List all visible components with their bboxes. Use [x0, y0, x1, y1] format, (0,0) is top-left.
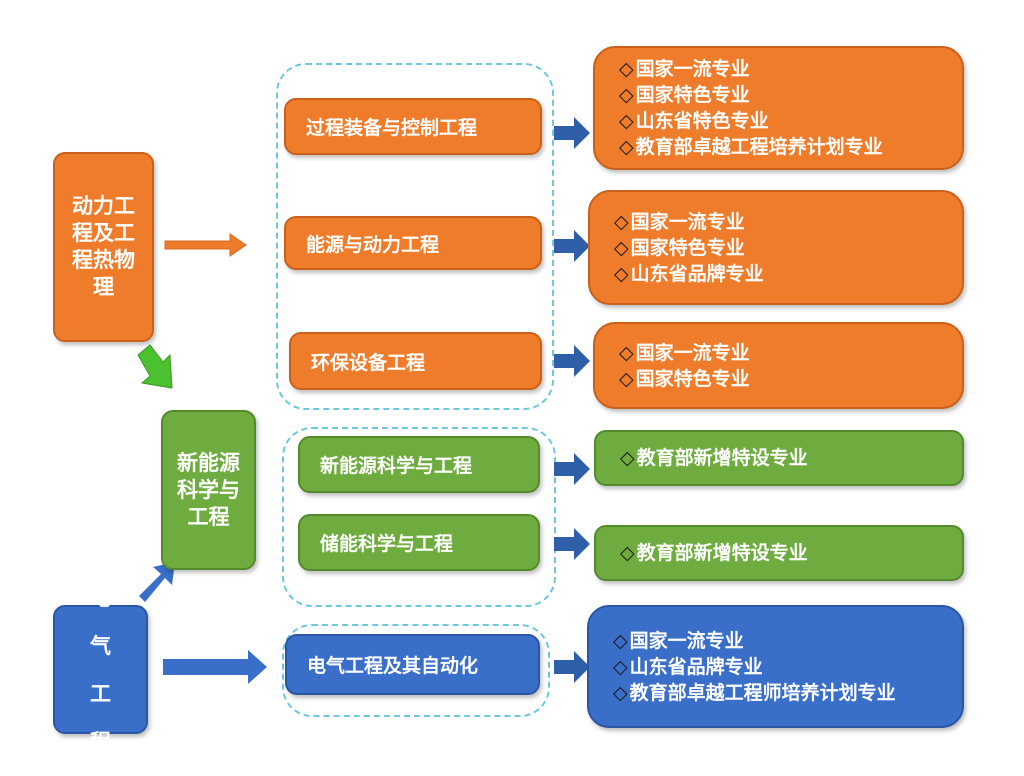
honors-electrical-automation: 国家一流专业 山东省品牌专业 教育部卓越工程师培养计划专业	[587, 605, 964, 728]
honor-item: 国家一流专业	[619, 56, 962, 82]
discipline-electrical-label: 电气工程	[90, 585, 111, 754]
program-label: 过程装备与控制工程	[306, 117, 478, 139]
arrow-process-equipment	[554, 117, 590, 149]
program-label: 新能源科学与工程	[320, 455, 473, 477]
honor-item: 教育部新增特设专业	[620, 445, 962, 471]
group-outline-power	[276, 63, 554, 410]
honor-item: 教育部新增特设专业	[620, 540, 962, 566]
honors-process-equipment: 国家一流专业 国家特色专业 山东省特色专业 教育部卓越工程培养计划专业	[593, 46, 964, 170]
group-outline-electrical	[282, 624, 550, 717]
arrow-electrical-to-program	[163, 650, 267, 684]
program-label: 环保设备工程	[311, 351, 426, 374]
arrow-electrical-automation	[554, 651, 590, 683]
honor-item: 国家一流专业	[614, 209, 962, 235]
discipline-power-label: 动力工程及工程热物理	[72, 194, 135, 299]
discipline-new-energy: 新能源科学与工程	[161, 410, 256, 570]
honors-energy-power: 国家一流专业 国家特色专业 山东省品牌专业	[588, 190, 964, 305]
program-electrical-automation: 电气工程及其自动化	[285, 634, 540, 695]
honor-item: 教育部卓越工程师培养计划专业	[613, 680, 962, 706]
program-energy-power: 能源与动力工程	[284, 216, 542, 270]
program-label: 储能科学与工程	[320, 533, 454, 555]
honors-new-energy-sci: 教育部新增特设专业	[594, 430, 964, 486]
discipline-power: 动力工程及工程热物理	[53, 152, 154, 342]
program-label: 能源与动力工程	[306, 233, 440, 256]
honor-item: 国家特色专业	[619, 82, 962, 108]
honor-item: 国家一流专业	[619, 340, 962, 366]
arrow-environmental	[554, 345, 590, 377]
group-outline-new-energy	[282, 427, 556, 607]
discipline-new-energy-label: 新能源科学与工程	[177, 450, 240, 529]
honor-item: 国家特色专业	[614, 235, 962, 261]
arrow-energy-power	[554, 230, 590, 262]
arrow-power-to-programs	[164, 233, 247, 257]
honor-item: 教育部卓越工程培养计划专业	[619, 134, 962, 160]
honor-item: 国家特色专业	[619, 366, 962, 392]
arrow-electrical-to-new-energy	[139, 562, 175, 602]
discipline-electrical: 电气工程	[53, 586, 148, 754]
honor-item: 山东省品牌专业	[614, 261, 962, 287]
honor-item: 山东省特色专业	[619, 108, 962, 134]
program-environmental: 环保设备工程	[289, 332, 542, 390]
honor-item: 山东省品牌专业	[613, 654, 962, 680]
honors-energy-storage: 教育部新增特设专业	[594, 525, 964, 581]
program-energy-storage: 储能科学与工程	[298, 514, 540, 571]
honor-item: 国家一流专业	[613, 628, 962, 654]
program-process-equipment: 过程装备与控制工程	[284, 98, 542, 155]
arrow-energy-storage	[554, 528, 590, 560]
program-new-energy-sci: 新能源科学与工程	[298, 436, 540, 493]
honors-environmental: 国家一流专业 国家特色专业	[593, 322, 964, 409]
program-label: 电气工程及其自动化	[307, 655, 479, 677]
arrow-new-energy-sci	[554, 453, 590, 485]
arrow-power-to-new-energy	[137, 344, 173, 389]
